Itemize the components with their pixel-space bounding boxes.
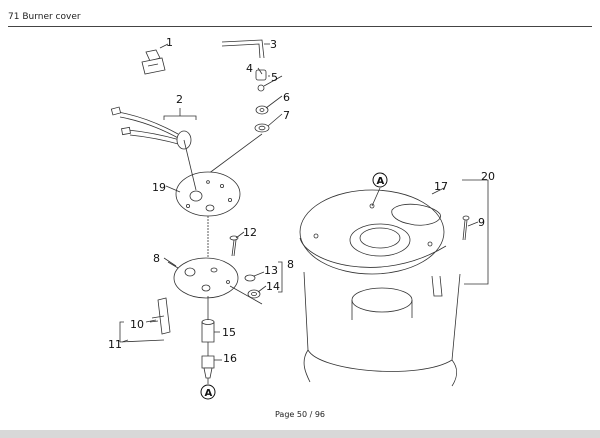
part-nozzle <box>201 342 215 384</box>
callout-labels: 1 2 3 4 5 6 7 19 12 8 13 14 8 10 11 15 1… <box>108 36 495 365</box>
callout-19: 19 <box>152 181 166 194</box>
callout-15: 15 <box>222 326 236 339</box>
callout-8a: 8 <box>153 252 160 265</box>
callout-5: 5 <box>271 71 278 84</box>
reference-letter-top: A <box>377 176 385 187</box>
part-lower-plate <box>167 257 263 305</box>
callout-3: 3 <box>270 38 277 51</box>
callout-12: 12 <box>243 226 257 239</box>
callout-9: 9 <box>478 216 485 229</box>
part-burner-housing <box>299 187 461 387</box>
callout-13: 13 <box>264 264 278 277</box>
part-sleeve <box>201 296 215 343</box>
reference-marker-bottom: A <box>200 384 216 400</box>
reference-marker-top: A <box>372 172 388 188</box>
part-nozzle-stack <box>207 69 270 175</box>
page-number: Page 50 / 96 <box>274 410 326 419</box>
bracket-20 <box>462 179 489 285</box>
reference-letter-bottom: A <box>205 388 213 399</box>
callout-11: 11 <box>108 338 122 351</box>
part-rod <box>221 39 270 59</box>
callout-17: 17 <box>434 180 448 193</box>
callout-20: 20 <box>481 170 495 183</box>
bottom-scroll-bar[interactable] <box>0 430 600 438</box>
part-clip <box>141 43 169 75</box>
callout-16: 16 <box>223 352 237 365</box>
callout-2: 2 <box>176 93 183 106</box>
callout-10: 10 <box>130 318 144 331</box>
callout-14: 14 <box>266 280 280 293</box>
part-screw-12 <box>229 235 239 257</box>
callout-1: 1 <box>166 36 173 49</box>
callout-8b: 8 <box>287 258 294 271</box>
part-cable-harness <box>110 106 197 150</box>
callout-6: 6 <box>283 91 290 104</box>
callout-7: 7 <box>283 109 290 122</box>
part-upper-plate <box>175 139 241 217</box>
part-washers <box>244 261 283 299</box>
part-bracket <box>119 297 171 343</box>
leader-lines <box>121 67 479 361</box>
page-title: 71 Burner cover <box>8 12 81 22</box>
page-header: 71 Burner cover <box>8 12 592 27</box>
part-screw-9 <box>462 215 470 241</box>
callout-4: 4 <box>246 62 253 75</box>
